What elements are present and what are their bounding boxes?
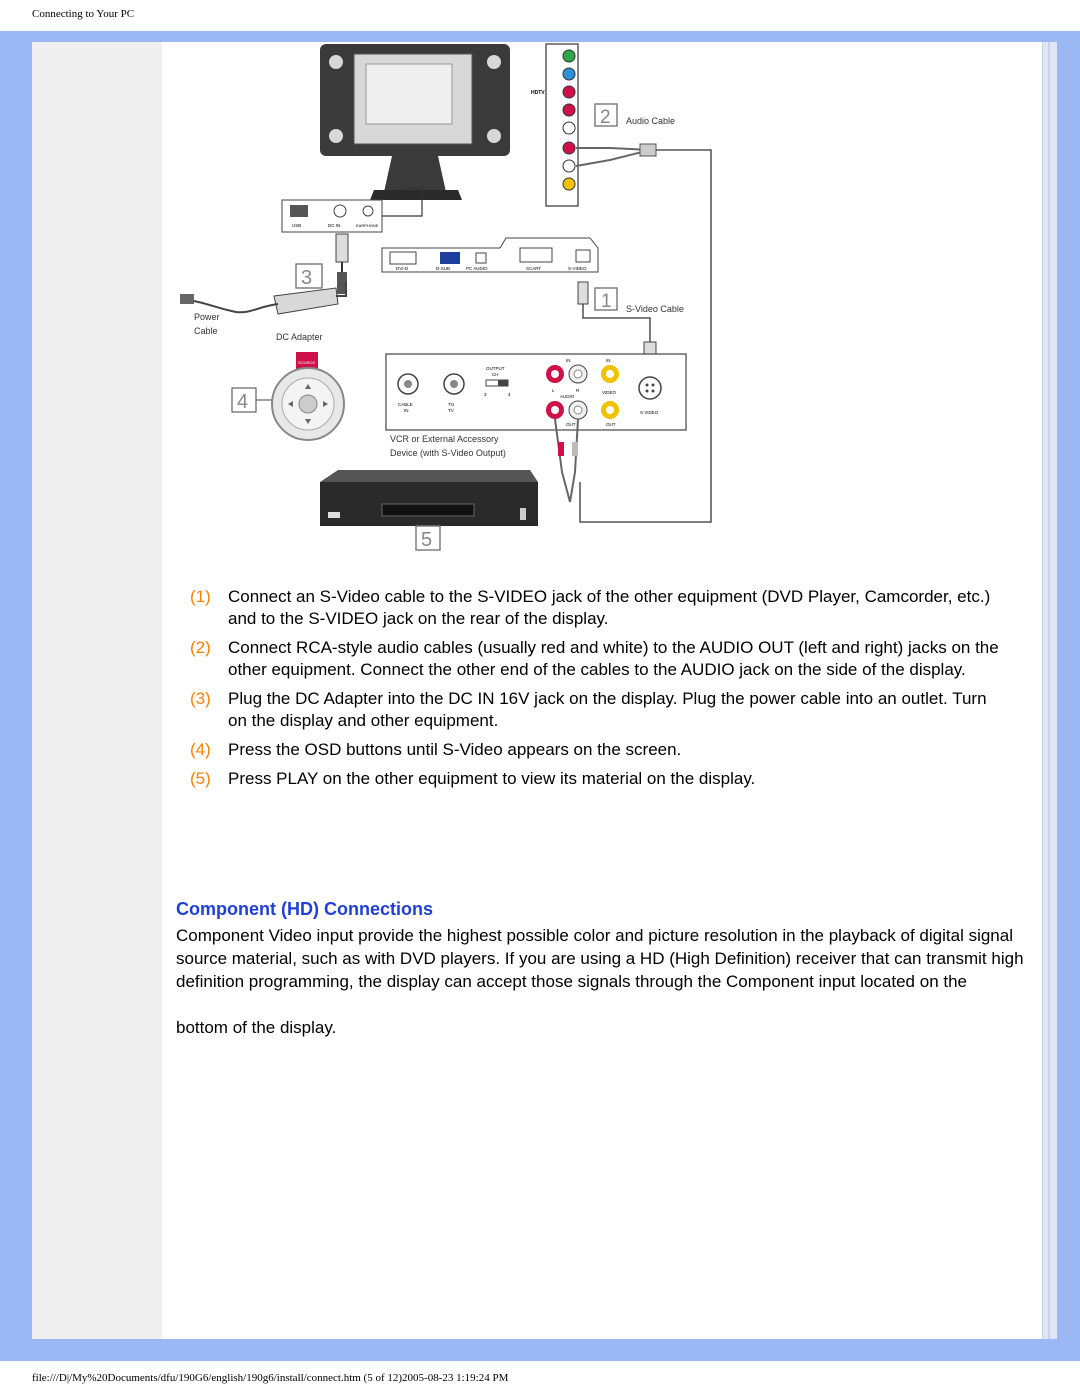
step-text: Connect an S-Video cable to the S-VIDEO …: [228, 587, 991, 628]
cable-in-label-line2: IN: [404, 408, 409, 413]
source-button-label: SOURCE: [298, 360, 315, 365]
step-number: (5): [190, 769, 211, 788]
out-label-1: OUT: [566, 422, 576, 427]
step-item-1: (1) Connect an S-Video cable to the S-VID…: [190, 586, 1010, 630]
connection-steps-list: (1) Connect an S-Video cable to the S-VID…: [190, 586, 1010, 797]
step-text: Press PLAY on the other equipment to vie…: [228, 769, 756, 788]
side-av-panel: HDTV: [531, 43, 579, 207]
left-channel-label: L: [552, 388, 555, 393]
pc-audio-label: PC AUDIO: [466, 266, 488, 271]
svideo-cable-label: S-Video Cable: [626, 304, 684, 314]
page-header-title: Connecting to Your PC: [32, 8, 135, 20]
power-cable-label-line2: Cable: [194, 326, 218, 336]
step-item-5: (5) Press PLAY on the other equipment to …: [190, 768, 1010, 790]
step-3-label: 3: [301, 267, 312, 289]
vcr-svideo-label: S VIDEO: [640, 410, 659, 415]
vcr-rear-panel: CABLE IN TO TV OUTPUT CH 3 4 IN IN L R A…: [385, 353, 687, 503]
audio-cable-callout: 2 Audio Cable: [575, 103, 712, 523]
right-channel-label: R: [576, 388, 580, 393]
ch-4-label: 4: [508, 392, 511, 397]
step-item-3: (3) Plug the DC Adapter into the DC IN 16…: [190, 688, 1010, 732]
in-label-1: IN: [566, 358, 571, 363]
step-4-label: 4: [237, 391, 248, 413]
step-1-label: 1: [601, 291, 612, 312]
vcr-device-label-line1: VCR or External Accessory: [390, 434, 499, 444]
power-adapter-callout: 3 Power Cable DC Adapter: [180, 263, 347, 342]
earphone-port-label: EARPHONE: [356, 223, 379, 228]
ch-3-label: 3: [484, 392, 487, 397]
component-hd-heading: Component (HD) Connections: [176, 899, 433, 919]
out-label-2: OUT: [606, 422, 616, 427]
page-footer-path: file:///D|/My%20Documents/dfu/190G6/engl…: [32, 1372, 509, 1384]
step-number: (2): [190, 638, 211, 657]
step-text: Press the OSD buttons until S-Video appe…: [228, 740, 682, 759]
step-item-4: (4) Press the OSD buttons until S-Video a…: [190, 739, 1010, 761]
component-hd-paragraph-continued: bottom of the display.: [176, 1018, 337, 1037]
video-label: VIDEO: [602, 390, 617, 395]
step-text: Plug the DC Adapter into the DC IN 16V j…: [228, 689, 987, 730]
to-tv-label-line1: TO: [448, 402, 455, 407]
monitor-rear-illustration: [320, 44, 510, 200]
output-label: OUTPUT: [486, 366, 505, 371]
base-connector-panel: USB DC IN EARPHONE: [281, 187, 423, 294]
step-number: (3): [190, 689, 211, 708]
vcr-device-illustration: 5: [320, 470, 538, 551]
dc-in-port-label: DC IN: [328, 223, 340, 228]
osd-control-callout: SOURCE 4: [231, 352, 345, 441]
s-video-port-label: S-VIDEO: [568, 266, 587, 271]
cable-in-label-line1: CABLE: [398, 402, 413, 407]
content-area: [162, 42, 1042, 1339]
svideo-cable-callout: 1 S-Video Cable: [577, 281, 684, 372]
step-5-label: 5: [421, 529, 432, 551]
audio-cable-label: Audio Cable: [626, 116, 675, 126]
step-number: (4): [190, 740, 211, 759]
ch-label: CH: [492, 372, 499, 377]
input-connector-strip: DVI-D D-SUB PC AUDIO SCART S-VIDEO: [381, 237, 599, 273]
dvi-d-label: DVI-D: [396, 266, 409, 271]
step-number: (1): [190, 587, 211, 606]
audio-label: AUDIO: [560, 394, 575, 399]
left-column: [32, 42, 162, 1339]
step-text: Connect RCA-style audio cables (usually …: [228, 638, 999, 679]
vcr-device-label-line2: Device (with S-Video Output): [390, 448, 506, 458]
power-cable-label-line1: Power: [194, 312, 220, 322]
to-tv-label-line2: TV: [448, 408, 454, 413]
usb-port-label: USB: [292, 223, 301, 228]
scrollbar-gutter[interactable]: [1042, 42, 1057, 1339]
scart-label: SCART: [526, 266, 541, 271]
component-hd-paragraph: Component Video input provide the highes…: [176, 926, 1024, 991]
step-2-label: 2: [600, 107, 611, 128]
in-label-2: IN: [606, 358, 611, 363]
svideo-connection-diagram: HDTV 2 Audio Cable USB DC IN EARPHONE DV…: [180, 43, 712, 551]
step-item-2: (2) Connect RCA-style audio cables (usual…: [190, 637, 1010, 681]
hdtv-label: HDTV: [531, 90, 545, 96]
dc-adapter-label: DC Adapter: [276, 332, 323, 342]
dsub-label: D-SUB: [436, 266, 450, 271]
